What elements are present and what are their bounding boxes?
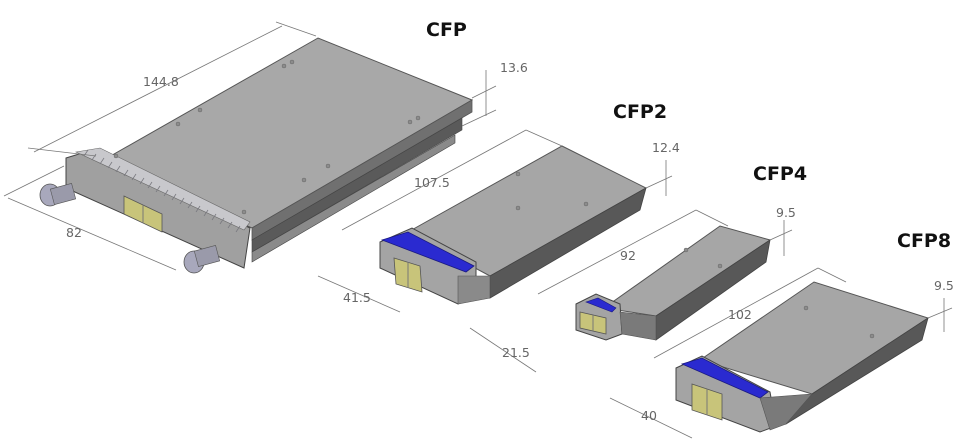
cfp8-height-label: 9.5 — [934, 278, 954, 293]
cfp4-width-label: 21.5 — [502, 345, 530, 360]
title-cfp2: CFP2 — [613, 101, 667, 123]
cfp2-height-label: 12.4 — [652, 140, 680, 155]
module-cfp — [39, 37, 474, 274]
cfp8-width-label: 40 — [641, 408, 657, 423]
cfp2-width-label: 41.5 — [343, 290, 371, 305]
module-cfp2 — [379, 145, 648, 305]
cfp4-length-label: 92 — [620, 248, 636, 263]
title-cfp8: CFP8 — [897, 230, 951, 252]
module-cfp8 — [675, 281, 930, 433]
cfp-width-label: 82 — [66, 225, 82, 240]
cfp2-length-label: 107.5 — [414, 175, 450, 190]
title-cfp4: CFP4 — [753, 163, 807, 185]
dimension-lines — [3, 21, 953, 439]
cfp4-height-label: 9.5 — [776, 205, 796, 220]
cfp-height-label: 13.6 — [500, 60, 528, 75]
title-cfp: CFP — [426, 19, 467, 41]
cfp-length-label: 144.8 — [143, 74, 179, 89]
module-cfp4 — [575, 225, 772, 341]
cfp8-length-label: 102 — [728, 307, 752, 322]
